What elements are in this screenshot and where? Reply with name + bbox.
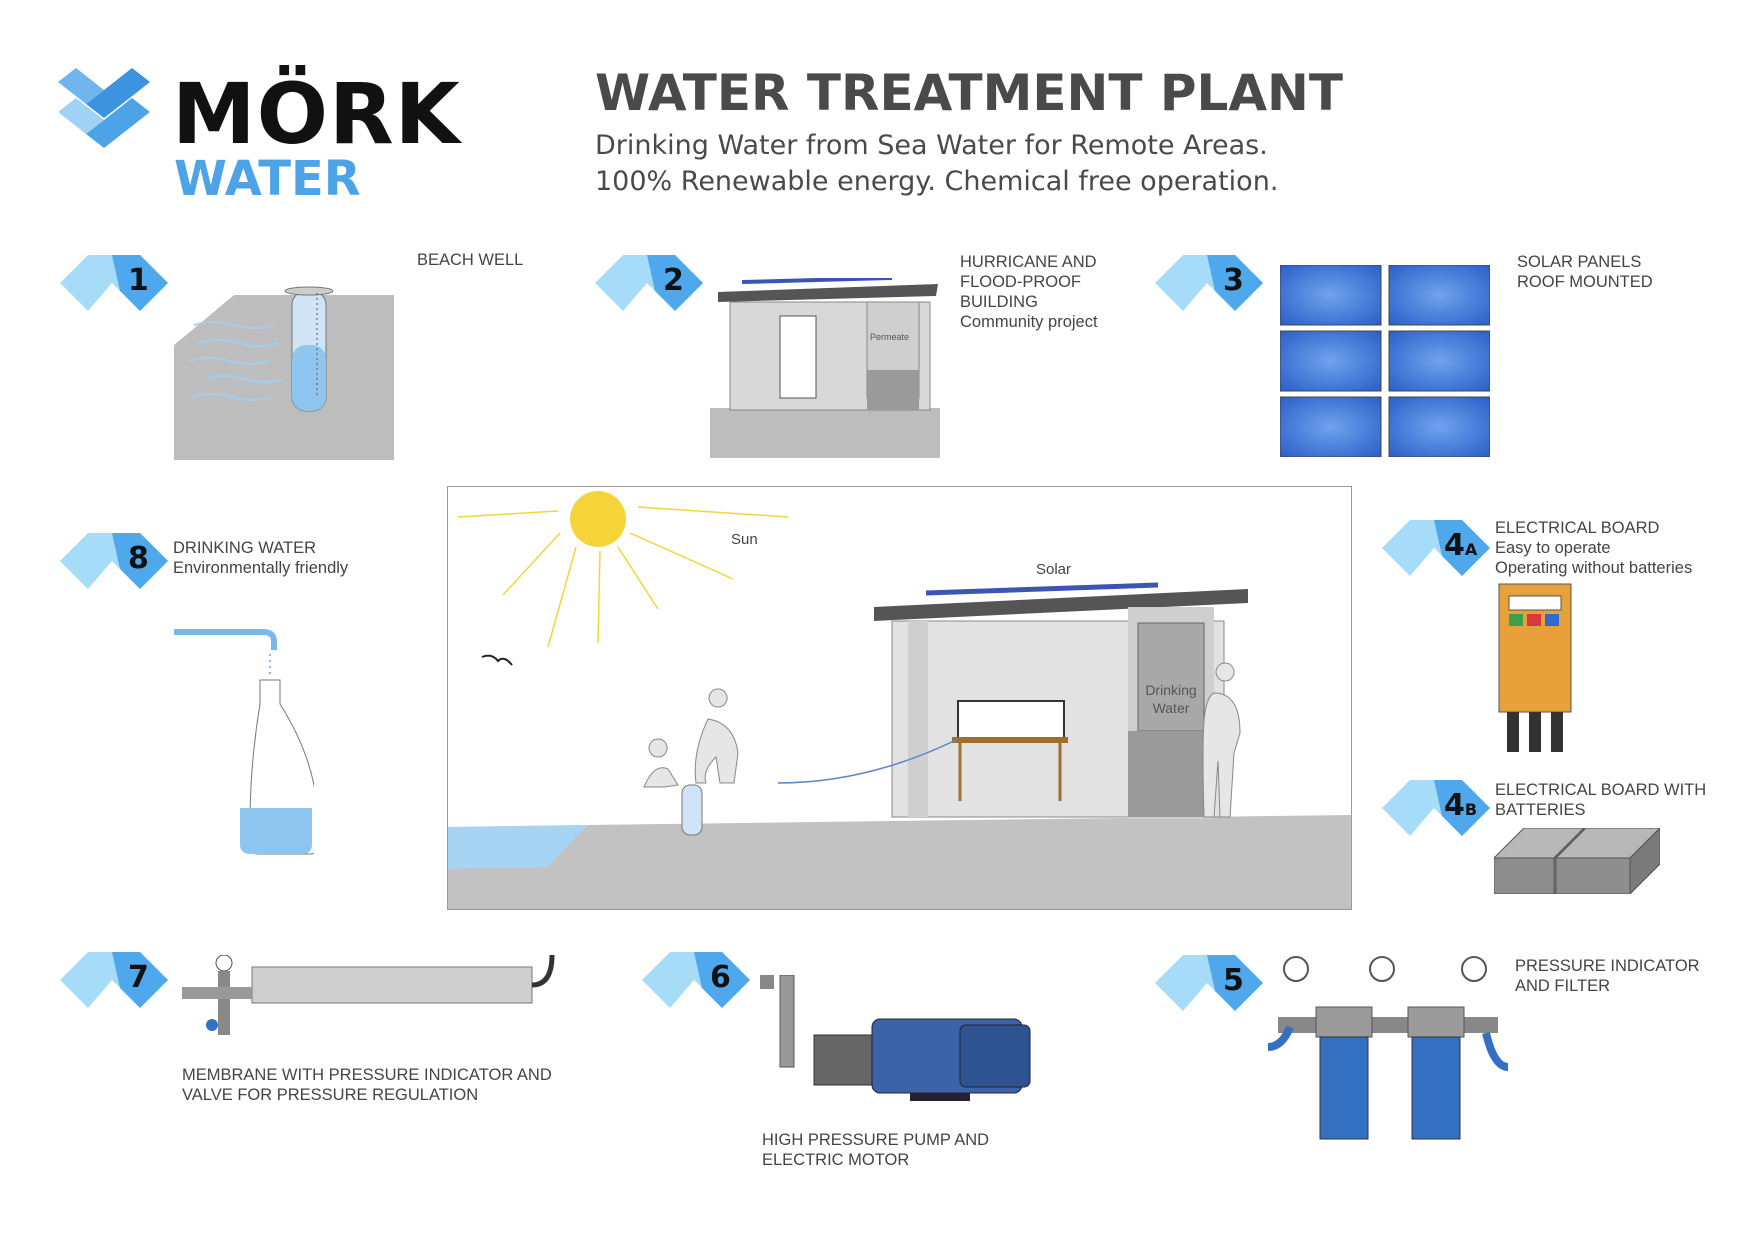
brand-name: MÖRK — [172, 65, 461, 163]
step-badge-1: 1 — [60, 255, 168, 311]
chevron-icon — [1382, 780, 1490, 836]
page-title: WATER TREATMENT PLANT — [595, 64, 1343, 122]
step-label-6: HIGH PRESSURE PUMP AND ELECTRIC MOTOR — [762, 1131, 990, 1169]
pump-motor-illustration — [760, 975, 1031, 1101]
step-number: 3 — [1223, 263, 1244, 298]
step-label-2: HURRICANE AND FLOOD-PROOF BUILDING Commu… — [960, 253, 1098, 331]
step-label-1: BEACH WELL — [417, 251, 524, 269]
step-badge-6: 6 — [642, 952, 750, 1008]
page-subtitle-line-1: Drinking Water from Sea Water for Remote… — [595, 130, 1268, 161]
step-label-3: SOLAR PANELS ROOF MOUNTED — [1517, 253, 1653, 291]
plant-scene: Sun Solar Drinking Water — [447, 486, 1352, 910]
step-number: 4A — [1444, 528, 1478, 563]
step-label-5: PRESSURE INDICATOR AND FILTER — [1515, 957, 1700, 995]
step-badge-7: 7 — [60, 952, 168, 1008]
solar-panels-icon — [1279, 264, 1491, 458]
chevron-icon — [642, 952, 750, 1008]
chevron-icon — [60, 255, 168, 311]
plant-scene-illustration: Sun Solar Drinking Water — [448, 487, 1351, 909]
step-label-7: MEMBRANE WITH PRESSURE INDICATOR AND VAL… — [182, 1066, 552, 1104]
sun-label: Sun — [731, 531, 758, 548]
step-badge-4a: 4A — [1382, 520, 1490, 576]
step-badge-8: 8 — [60, 533, 168, 589]
membrane-illustration — [182, 955, 555, 1035]
adult-crouching-figure-icon — [694, 688, 739, 784]
bird-icon — [481, 654, 513, 666]
battery-illustration — [1494, 828, 1660, 894]
step-number: 6 — [710, 960, 731, 995]
step-number: 2 — [663, 263, 684, 298]
step-number: 1 — [128, 263, 149, 298]
building-illustration: Permeate — [710, 278, 940, 458]
sun-icon — [570, 491, 626, 547]
step-badge-2: 2 — [595, 255, 703, 311]
child-figure-icon — [643, 738, 679, 788]
chevron-icon — [1382, 520, 1490, 576]
beach-well-illustration — [174, 286, 394, 460]
step-number: 8 — [128, 541, 149, 576]
tank-label-line-1: Drinking — [1145, 682, 1196, 698]
filter-illustration — [1268, 956, 1508, 1140]
chevron-icon — [595, 255, 703, 311]
chevron-icon — [1155, 255, 1263, 311]
solar-label: Solar — [1036, 561, 1071, 578]
solar-panel-grid — [1279, 264, 1491, 458]
chevron-icon — [60, 952, 168, 1008]
electrical-board-illustration — [1498, 583, 1572, 752]
brand-logo-icon — [58, 68, 150, 148]
step-label-4a: ELECTRICAL BOARD Easy to operate Operati… — [1495, 519, 1693, 577]
permeate-label: Permeate — [870, 332, 909, 342]
tank-label-line-2: Water — [1153, 700, 1190, 716]
bottle-illustration — [174, 629, 314, 855]
step-badge-4b: 4B — [1382, 780, 1490, 836]
step-number: 5 — [1223, 963, 1244, 998]
step-number: 4B — [1444, 788, 1478, 823]
step-number: 7 — [128, 960, 149, 995]
step-badge-5: 5 — [1155, 955, 1263, 1011]
step-label-4b: ELECTRICAL BOARD WITH BATTERIES — [1495, 781, 1707, 819]
page-subtitle-line-2: 100% Renewable energy. Chemical free ope… — [595, 166, 1279, 197]
step-badge-3: 3 — [1155, 255, 1263, 311]
adult-standing-figure-icon — [1202, 662, 1241, 818]
chevron-icon — [60, 533, 168, 589]
chevron-icon — [1155, 955, 1263, 1011]
brand-subname: WATER — [174, 151, 361, 207]
step-label-8: DRINKING WATER Environmentally friendly — [173, 539, 349, 577]
